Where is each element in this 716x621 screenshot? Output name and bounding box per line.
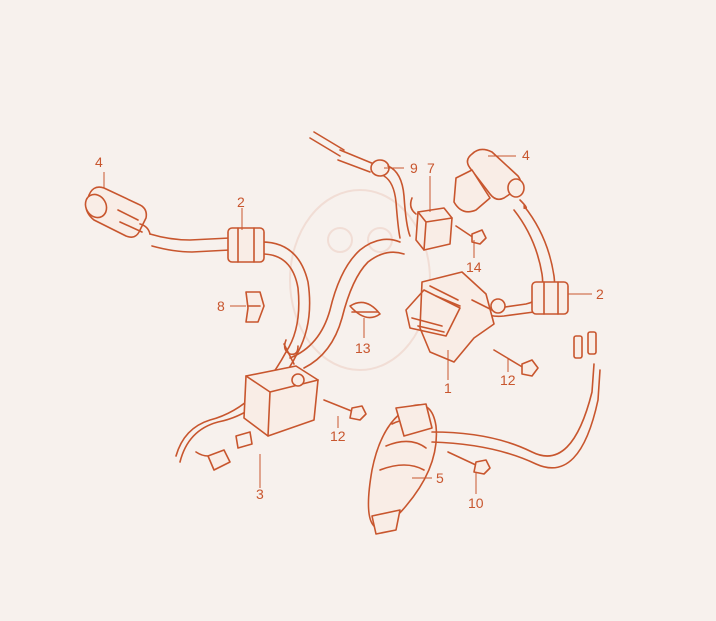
bolt-10 — [447, 451, 491, 475]
ignition-coil-main — [405, 271, 506, 363]
callout-12-right: 12 — [500, 372, 516, 388]
callout-14: 14 — [466, 259, 482, 275]
callout-9: 9 — [410, 160, 418, 176]
callout-10: 10 — [468, 495, 484, 511]
bolt-14 — [455, 225, 487, 245]
callout-5: 5 — [436, 470, 444, 486]
ignition-coil-lower — [235, 339, 319, 449]
callout-8: 8 — [217, 298, 225, 314]
callout-2-right: 2 — [596, 286, 604, 302]
callout-3: 3 — [256, 486, 264, 502]
exciter-coil-5 — [367, 403, 438, 535]
spark-plug-cap-left — [84, 186, 151, 238]
leader-lines — [103, 155, 592, 494]
wire-clip-13 — [349, 301, 381, 319]
grommet-left — [227, 227, 265, 263]
ignition-module — [409, 197, 453, 251]
callout-2-left: 2 — [237, 194, 245, 210]
bolt-12-middle — [323, 399, 367, 421]
callout-12-middle: 12 — [330, 428, 346, 444]
callout-4-right: 4 — [522, 147, 530, 163]
callout-7: 7 — [427, 160, 435, 176]
high-tension-cable-left — [149, 233, 311, 463]
grommet-right — [531, 281, 569, 315]
spark-plug-cap-right — [453, 148, 528, 213]
wire-clip-8 — [245, 291, 265, 323]
connector-lower-left — [195, 449, 231, 471]
callout-1: 1 — [444, 380, 452, 396]
exciter-lead — [431, 331, 601, 469]
callout-13: 13 — [355, 340, 371, 356]
ignition-lead-top — [289, 131, 411, 369]
callout-4-left: 4 — [95, 154, 103, 170]
bolt-12-right — [493, 349, 539, 377]
